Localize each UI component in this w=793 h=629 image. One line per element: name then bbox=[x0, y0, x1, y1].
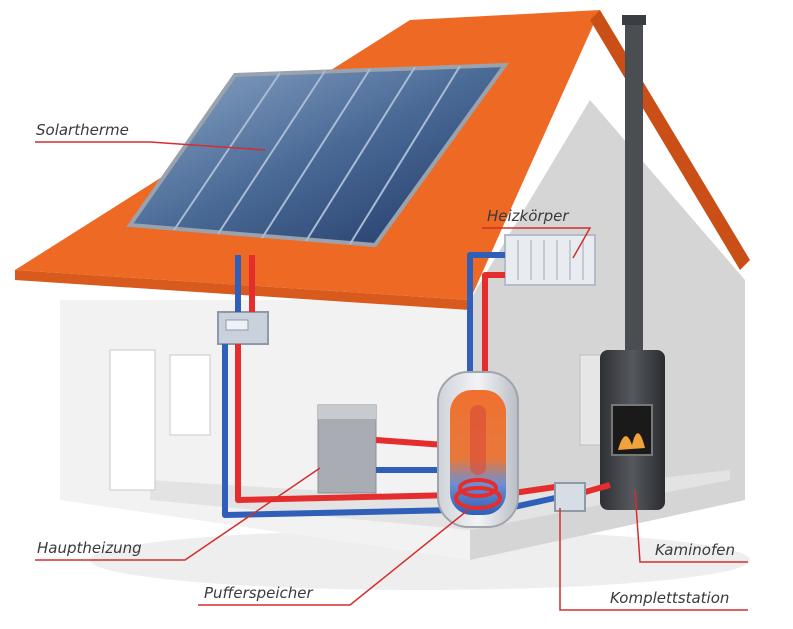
leader-heizkoerper bbox=[482, 227, 592, 259]
leader-lines bbox=[35, 141, 748, 611]
door bbox=[109, 349, 156, 491]
chimney-pipe bbox=[625, 20, 643, 355]
leader-kaminofen bbox=[634, 489, 748, 563]
leader-pufferspeicher bbox=[198, 509, 469, 606]
side-wall bbox=[470, 100, 745, 560]
puffer-tank-inner bbox=[470, 405, 486, 475]
ground-shadow bbox=[90, 530, 750, 590]
label-kaminofen: Kaminofen bbox=[655, 541, 735, 559]
chimney-cap bbox=[622, 15, 646, 25]
solar-panel-grid bbox=[173, 65, 461, 245]
leader-komplettstation bbox=[559, 508, 748, 611]
komplett-station bbox=[554, 482, 586, 512]
radiator-fins bbox=[517, 240, 584, 280]
label-pufferspeicher: Pufferspeicher bbox=[204, 584, 313, 602]
main-heater-top bbox=[318, 405, 376, 419]
stove-fire bbox=[618, 433, 645, 450]
label-solartherme: Solartherme bbox=[36, 121, 129, 139]
label-komplettstation: Komplettstation bbox=[610, 589, 730, 607]
leader-solartherme bbox=[35, 141, 266, 151]
label-heizkoerper: Heizkörper bbox=[487, 207, 569, 225]
control-box-display bbox=[225, 319, 249, 331]
puffer-tank-coil-2 bbox=[458, 478, 498, 498]
solar-panel bbox=[126, 62, 510, 248]
radiator bbox=[504, 234, 596, 286]
label-hauptheizung: Hauptheizung bbox=[37, 539, 142, 557]
puffer-tank-coil bbox=[454, 486, 502, 510]
main-heater bbox=[317, 404, 377, 494]
leader-hauptheizung bbox=[35, 467, 321, 561]
roof-front-edge bbox=[15, 270, 470, 310]
front-window bbox=[169, 354, 211, 436]
